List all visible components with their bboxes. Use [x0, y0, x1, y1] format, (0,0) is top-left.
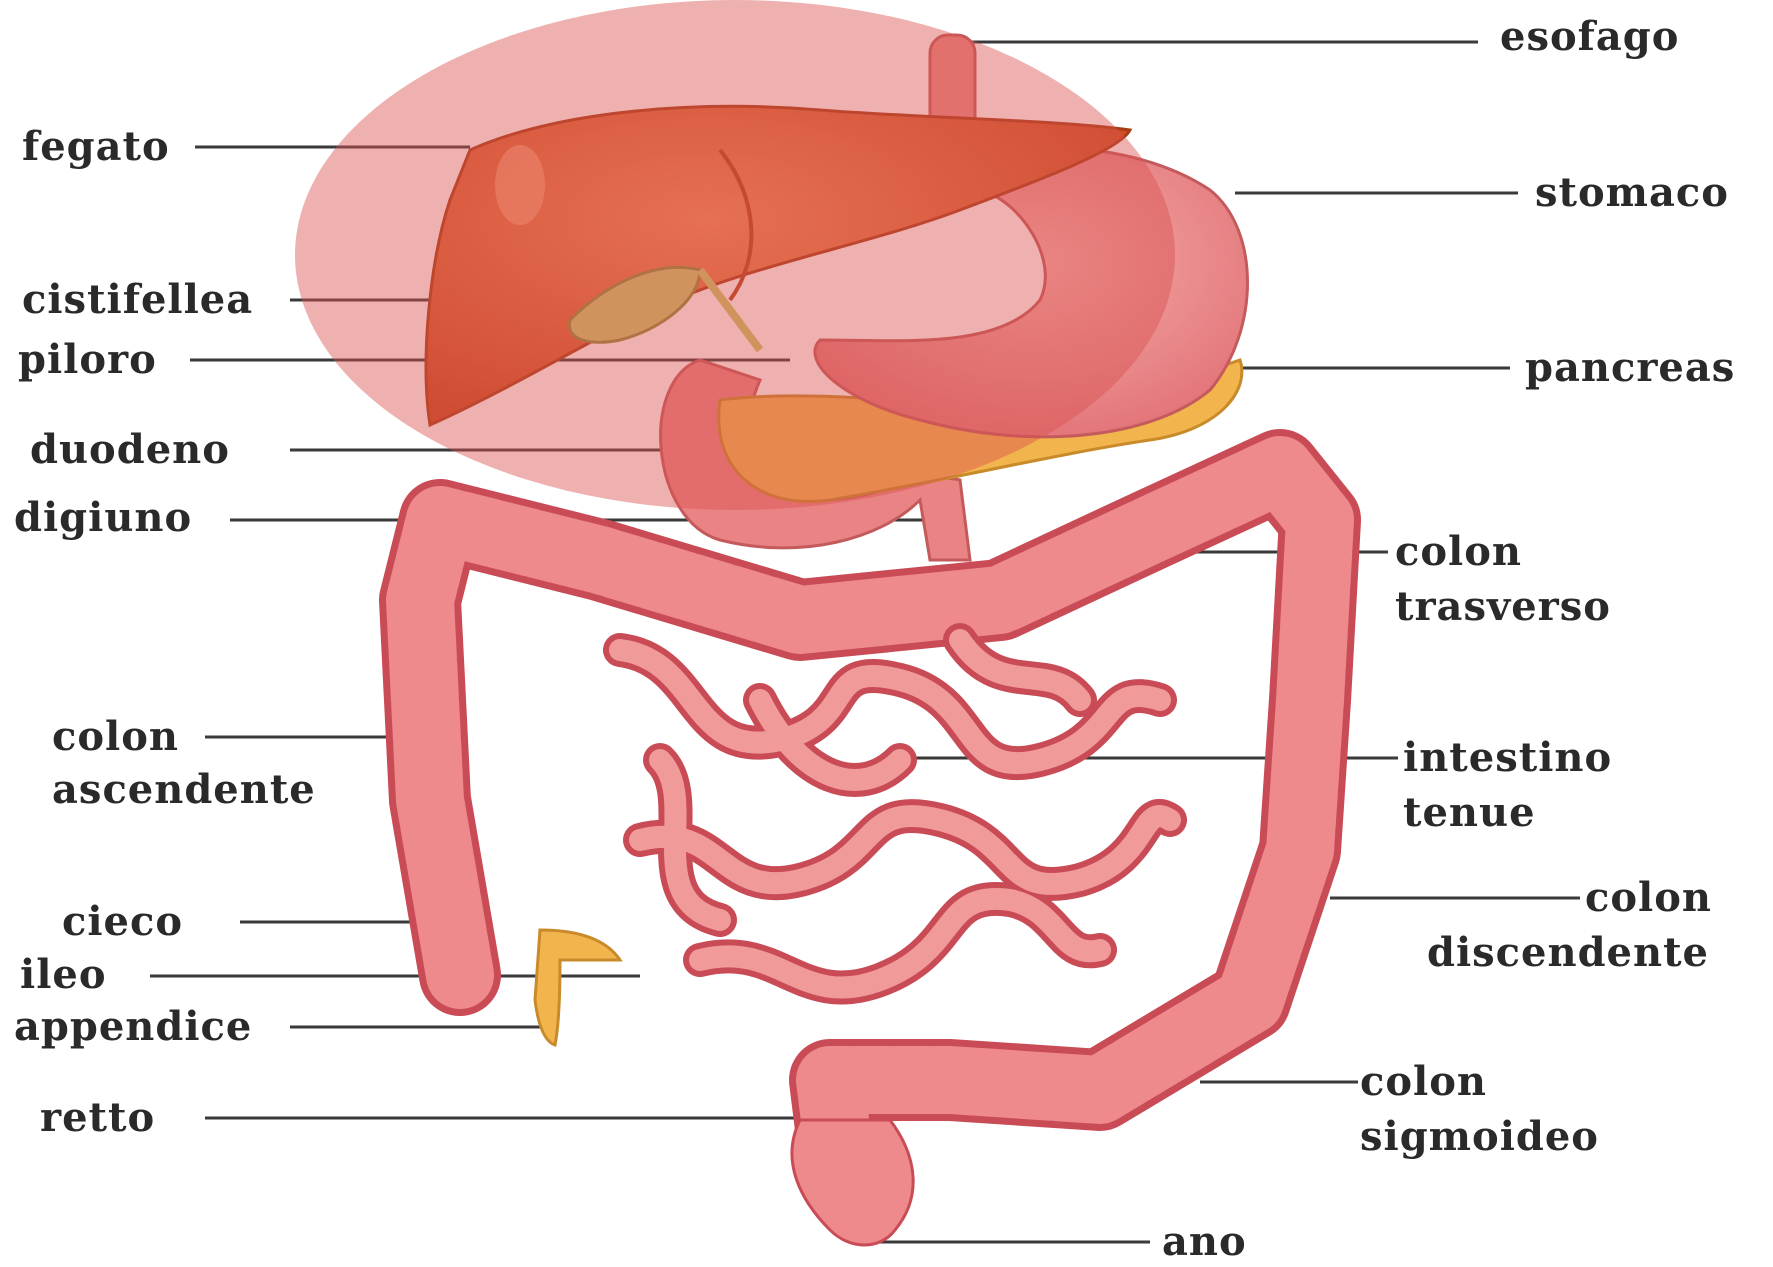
label-colon-trasverso-line1: colon	[1395, 527, 1522, 577]
small-intestine-shape	[620, 640, 1170, 988]
label-cieco: cieco	[62, 897, 183, 947]
label-piloro: piloro	[18, 335, 157, 385]
label-duodeno: duodeno	[30, 425, 230, 475]
label-fegato: fegato	[22, 122, 170, 172]
label-colon-ascendente-line1: colon	[52, 712, 179, 762]
label-ano: ano	[1162, 1217, 1247, 1267]
label-ileo: ileo	[20, 950, 107, 1000]
label-colon-ascendente-line2: ascendente	[52, 765, 316, 815]
appendix-shape	[535, 930, 620, 1045]
label-colon-sigmoideo-line1: colon	[1360, 1057, 1487, 1107]
label-colon-sigmoideo-line2: sigmoideo	[1360, 1112, 1599, 1162]
label-pancreas: pancreas	[1525, 343, 1735, 393]
liver-stomach-highlight	[295, 0, 1175, 510]
label-intestino-tenue-line1: intestino	[1403, 733, 1612, 783]
rectum-shape	[792, 1120, 913, 1245]
label-colon-trasverso-line2: trasverso	[1395, 582, 1611, 632]
label-cistifellea: cistifellea	[22, 275, 253, 325]
label-stomaco: stomaco	[1535, 168, 1729, 218]
label-intestino-tenue-line2: tenue	[1403, 788, 1536, 838]
label-digiuno: digiuno	[14, 493, 192, 543]
label-retto: retto	[40, 1093, 155, 1143]
label-colon-discendente-line2: discendente	[1427, 928, 1709, 978]
label-appendice: appendice	[14, 1002, 252, 1052]
label-colon-discendente-line1: colon	[1585, 873, 1712, 923]
label-esofago: esofago	[1500, 12, 1679, 62]
